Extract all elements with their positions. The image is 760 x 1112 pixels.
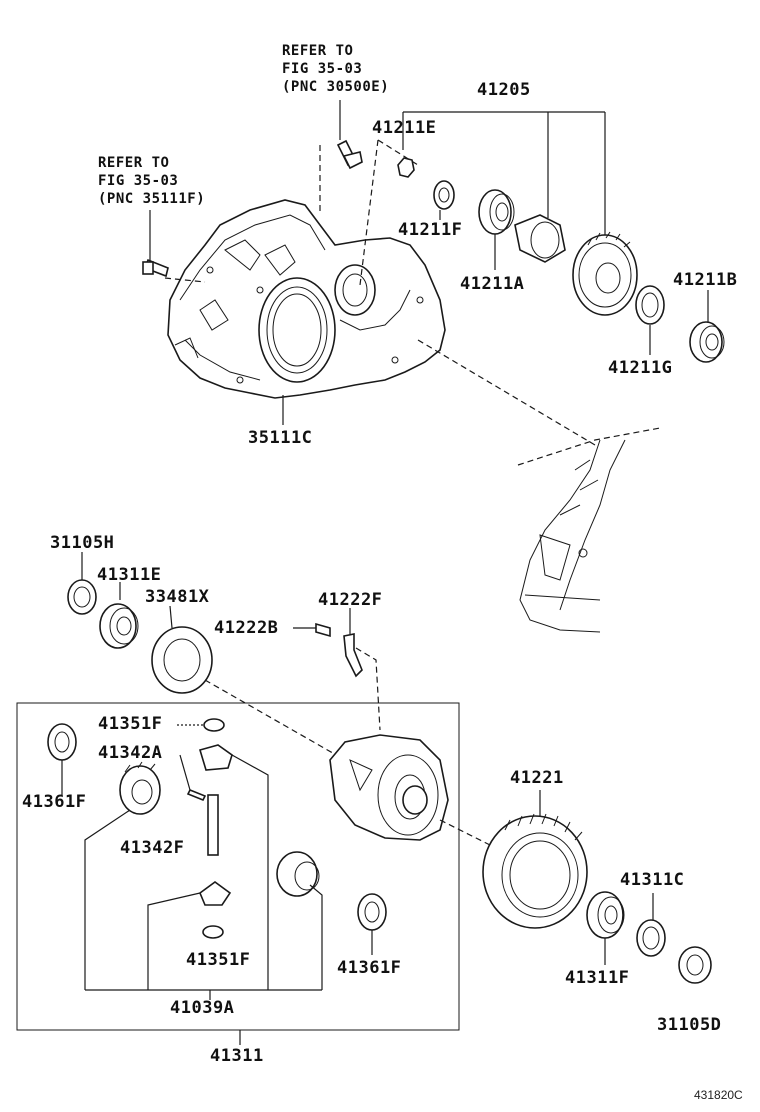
part-drive-pinion-shaft [514,214,566,263]
part-41221-ring-gear [482,813,588,929]
figure-code: 431820C [694,1088,743,1102]
part-41351F-washer-top [203,718,225,732]
part-41351F-washer-bottom [202,925,224,939]
part-counter-gear [572,231,638,316]
label-41351F-top: 41351F [98,714,163,734]
part-41311C-shim [636,919,666,957]
part-41342A-pin [186,788,207,802]
label-41039A: 41039A [170,998,235,1018]
part-41222F-plate [343,633,363,678]
ref-left-line-1: REFER TO [98,155,170,171]
part-41211F-washer [433,180,455,210]
label-41342A: 41342A [98,743,163,763]
label-41211B: 41211B [673,270,738,290]
reference-note-left: REFER TO FIG 35-03 (PNC 35111F) [98,154,205,208]
label-41211G: 41211G [608,358,673,378]
bolt-left [142,258,169,278]
label-31105H: 31105H [50,533,115,553]
part-41311F-bearing [586,891,625,939]
label-41211A: 41211A [460,274,525,294]
ref-left-line-3: (PNC 35111F) [98,191,206,207]
ref-top-line-2: FIG 35-03 [282,61,363,77]
part-pinion-gear-top [198,744,233,771]
part-41211E-nut [397,157,415,178]
part-41342F-shaft [207,794,219,856]
part-41211A-bearing [478,189,515,235]
ref-top-line-3: (PNC 30500E) [282,79,390,95]
differential-case [329,734,449,841]
label-33481X: 33481X [145,587,210,607]
part-31105D-seal [678,946,712,984]
label-31105D: 31105D [657,1015,722,1035]
part-41222B-bolt [315,622,331,638]
label-41311E: 41311E [97,565,162,585]
label-41211F: 41211F [398,220,463,240]
part-41211B-bearing [689,321,725,363]
part-41361F-washer-right [357,893,387,931]
label-41361F-right: 41361F [337,958,402,978]
part-pinion-gear-bottom [199,881,232,906]
differential-box [16,702,460,1031]
part-41211G-seal [635,285,665,325]
bolt-top [336,139,363,170]
label-41222F: 41222F [318,590,383,610]
label-35111C: 35111C [248,428,313,448]
label-41222B: 41222B [214,618,279,638]
ref-left-line-2: FIG 35-03 [98,173,179,189]
label-41311C: 41311C [620,870,685,890]
label-41205: 41205 [477,80,531,100]
part-side-gear-right [276,851,320,897]
part-41361F-washer-left [47,723,77,761]
transaxle-case-partial [519,439,626,633]
label-41351F-bottom: 41351F [186,950,251,970]
part-side-gear-left [119,761,161,815]
label-41211E: 41211E [372,118,437,138]
ref-top-line-1: REFER TO [282,43,354,59]
part-33481X-shim [151,626,213,694]
label-41311F: 41311F [565,968,630,988]
part-41311E-bearing [99,603,139,649]
reference-note-top: REFER TO FIG 35-03 (PNC 30500E) [282,42,389,96]
part-31105H-seal [67,579,97,615]
transaxle-housing [167,199,446,399]
label-41361F-left: 41361F [22,792,87,812]
label-41221: 41221 [510,768,564,788]
label-41342F: 41342F [120,838,185,858]
label-41311: 41311 [210,1046,264,1066]
